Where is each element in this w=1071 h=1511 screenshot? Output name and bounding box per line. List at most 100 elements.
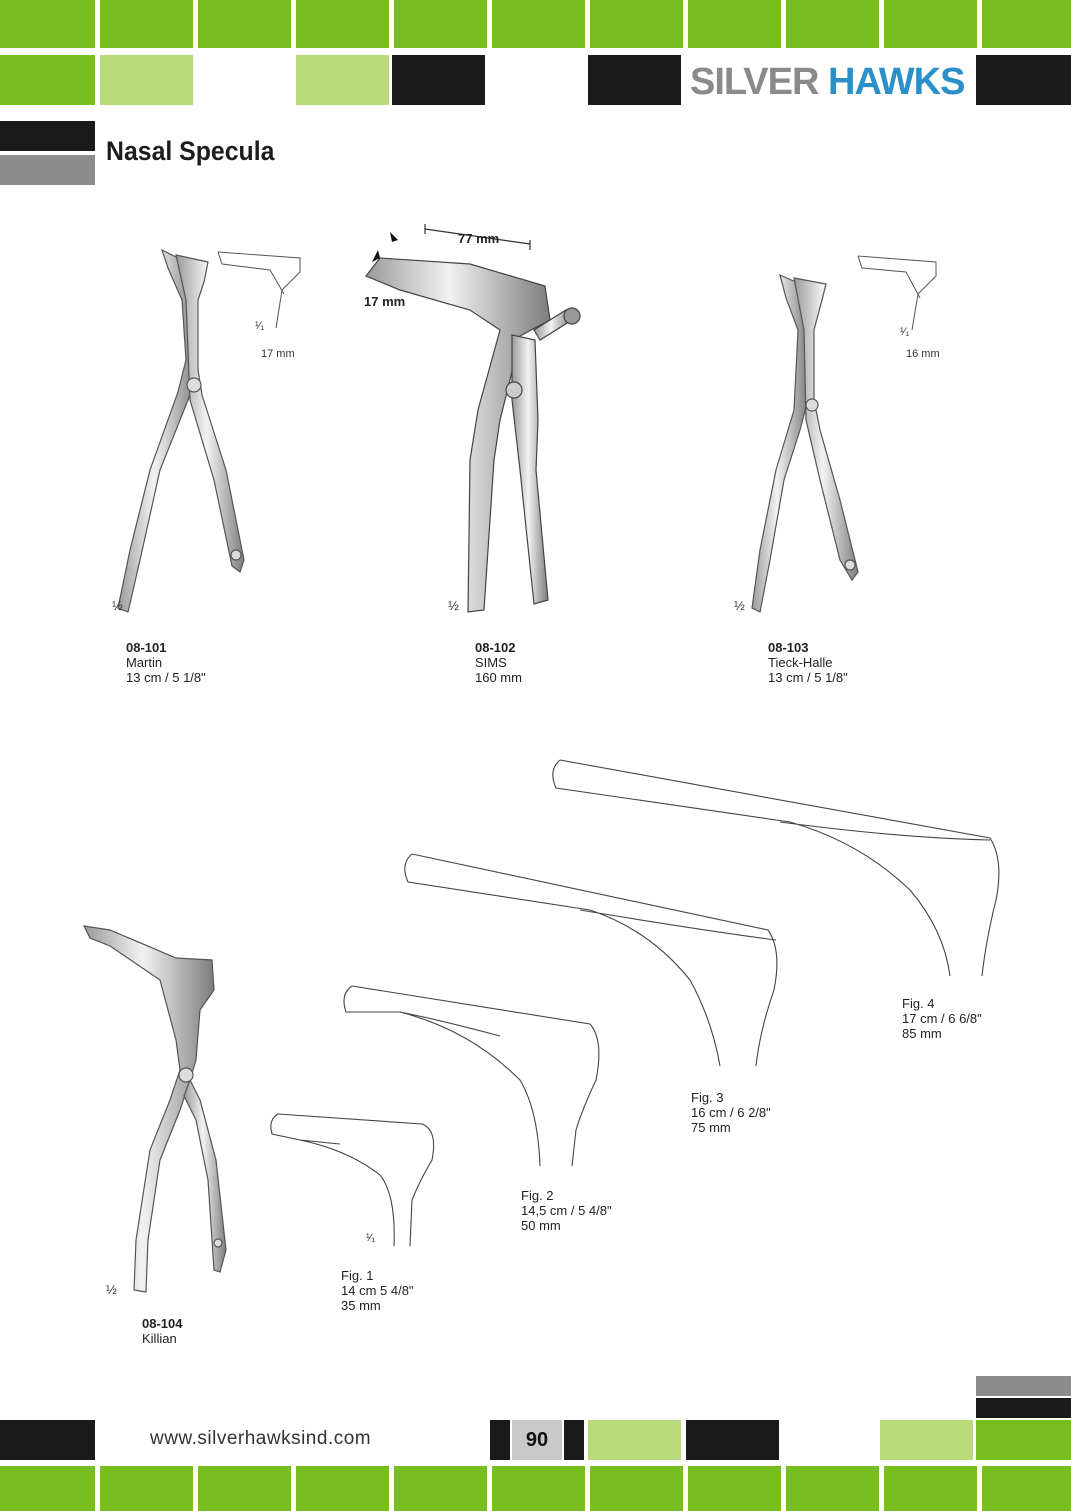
tieck-halle-tip-scale: ¹⁄₁ <box>900 326 910 338</box>
product-caption-tieck-halle: 08-103 Tieck-Halle 13 cm / 5 1/8" <box>768 640 848 685</box>
figure-caption-fig3: Fig. 3 16 cm / 6 2/8" 75 mm <box>691 1090 771 1135</box>
figure-label: Fig. 2 <box>521 1188 554 1203</box>
footer-website: www.silverhawksind.com <box>150 1428 372 1449</box>
sims-dim-length: 77 mm <box>458 231 500 246</box>
footer-block <box>100 1466 193 1511</box>
product-caption-killian: 08-104 Killian <box>142 1316 182 1346</box>
product-name: Tieck-Halle <box>768 655 833 670</box>
footer-block <box>884 1466 977 1511</box>
header-block <box>976 55 1071 105</box>
product-caption-martin: 08-101 Martin 13 cm / 5 1/8" <box>126 640 206 685</box>
footer-block <box>296 1466 389 1511</box>
footer-block <box>982 1466 1071 1511</box>
product-code: 08-104 <box>142 1316 183 1331</box>
figure-length: 85 mm <box>902 1026 942 1041</box>
footer-marker-grey <box>976 1376 1071 1396</box>
figure-size: 14 cm 5 4/8" <box>341 1283 414 1298</box>
header-block <box>884 0 977 48</box>
martin-tip-scale: ¹⁄₁ <box>255 320 265 332</box>
header-block <box>590 0 683 48</box>
header-block <box>296 0 389 48</box>
tieck-halle-tip-outline <box>857 255 937 331</box>
product-size: 13 cm / 5 1/8" <box>768 670 848 685</box>
footer-block <box>976 1420 1071 1460</box>
martin-tip-size: 17 mm <box>261 348 295 360</box>
header-block <box>0 0 95 48</box>
footer-block <box>880 1420 973 1460</box>
figure-length: 35 mm <box>341 1298 381 1313</box>
footer-block <box>492 1466 585 1511</box>
brand-logo-part2: HAWKS <box>828 61 965 103</box>
figure-label: Fig. 3 <box>691 1090 724 1105</box>
speculum-sims-image <box>365 257 581 613</box>
sims-scale: ½ <box>448 598 459 613</box>
martin-scale: ½ <box>112 598 123 613</box>
page-number: 90 <box>512 1420 562 1460</box>
product-caption-sims: 08-102 SIMS 160 mm <box>475 640 522 685</box>
brand-logo-part1: SILVER <box>690 61 819 103</box>
header-block <box>786 0 879 48</box>
figure-caption-fig2: Fig. 2 14,5 cm / 5 4/8" 50 mm <box>521 1188 612 1233</box>
footer-marker-dark <box>976 1398 1071 1418</box>
speculum-killian-image <box>82 925 227 1293</box>
header-block <box>100 0 193 48</box>
footer-block <box>490 1420 510 1460</box>
figure-label: Fig. 1 <box>341 1268 374 1283</box>
header-block <box>392 55 485 105</box>
footer-block <box>564 1420 584 1460</box>
footer-block <box>394 1466 487 1511</box>
page-title: Nasal Specula <box>106 136 275 166</box>
product-code: 08-103 <box>768 640 809 655</box>
header-block <box>982 0 1071 48</box>
header-block <box>0 55 95 105</box>
tieck-halle-tip-size: 16 mm <box>906 348 940 360</box>
footer-block <box>588 1420 681 1460</box>
tieck-halle-scale: ½ <box>734 598 745 613</box>
product-name: Martin <box>126 655 163 670</box>
brand-logo: SILVER HAWKS <box>690 60 970 104</box>
footer-block <box>786 1466 879 1511</box>
header-block <box>588 55 681 105</box>
product-size: 13 cm / 5 1/8" <box>126 670 206 685</box>
figure-label: Fig. 4 <box>902 996 935 1011</box>
figure-caption-fig1: Fig. 1 14 cm 5 4/8" 35 mm <box>341 1268 414 1313</box>
sims-width-arrows <box>372 232 398 262</box>
figure-size: 16 cm / 6 2/8" <box>691 1105 771 1120</box>
footer-block <box>198 1466 291 1511</box>
title-marker-dark <box>0 121 95 151</box>
fig2-blade-outline <box>343 985 600 1167</box>
sims-dim-width: 17 mm <box>364 294 406 309</box>
footer-block <box>0 1420 95 1460</box>
martin-tip-outline <box>217 251 301 329</box>
figure-caption-fig4: Fig. 4 17 cm / 6 6/8" 85 mm <box>902 996 982 1041</box>
footer-block <box>688 1466 781 1511</box>
header-block <box>100 55 193 105</box>
fig1-scale: ¹⁄₁ <box>366 1232 376 1244</box>
header-block <box>296 55 389 105</box>
sims-length-dimension <box>424 224 531 250</box>
killian-scale: ½ <box>106 1282 117 1297</box>
fig3-blade-outline <box>404 853 778 1067</box>
fig1-blade-outline <box>270 1113 435 1247</box>
product-code: 08-101 <box>126 640 167 655</box>
header-block <box>492 0 585 48</box>
footer-block <box>686 1420 779 1460</box>
figure-size: 17 cm / 6 6/8" <box>902 1011 982 1026</box>
figure-length: 50 mm <box>521 1218 561 1233</box>
product-name: Killian <box>142 1331 177 1346</box>
header-block <box>688 0 781 48</box>
figure-length: 75 mm <box>691 1120 731 1135</box>
speculum-tieck-halle-image <box>751 273 859 613</box>
product-name: SIMS <box>475 655 507 670</box>
speculum-martin-image <box>117 248 245 613</box>
fig4-blade-outline <box>552 759 1000 977</box>
figure-size: 14,5 cm / 5 4/8" <box>521 1203 612 1218</box>
footer-block <box>590 1466 683 1511</box>
product-code: 08-102 <box>475 640 516 655</box>
product-size: 160 mm <box>475 670 522 685</box>
header-block <box>394 0 487 48</box>
header-block <box>198 0 291 48</box>
footer-block <box>0 1466 95 1511</box>
title-marker-grey <box>0 155 95 185</box>
